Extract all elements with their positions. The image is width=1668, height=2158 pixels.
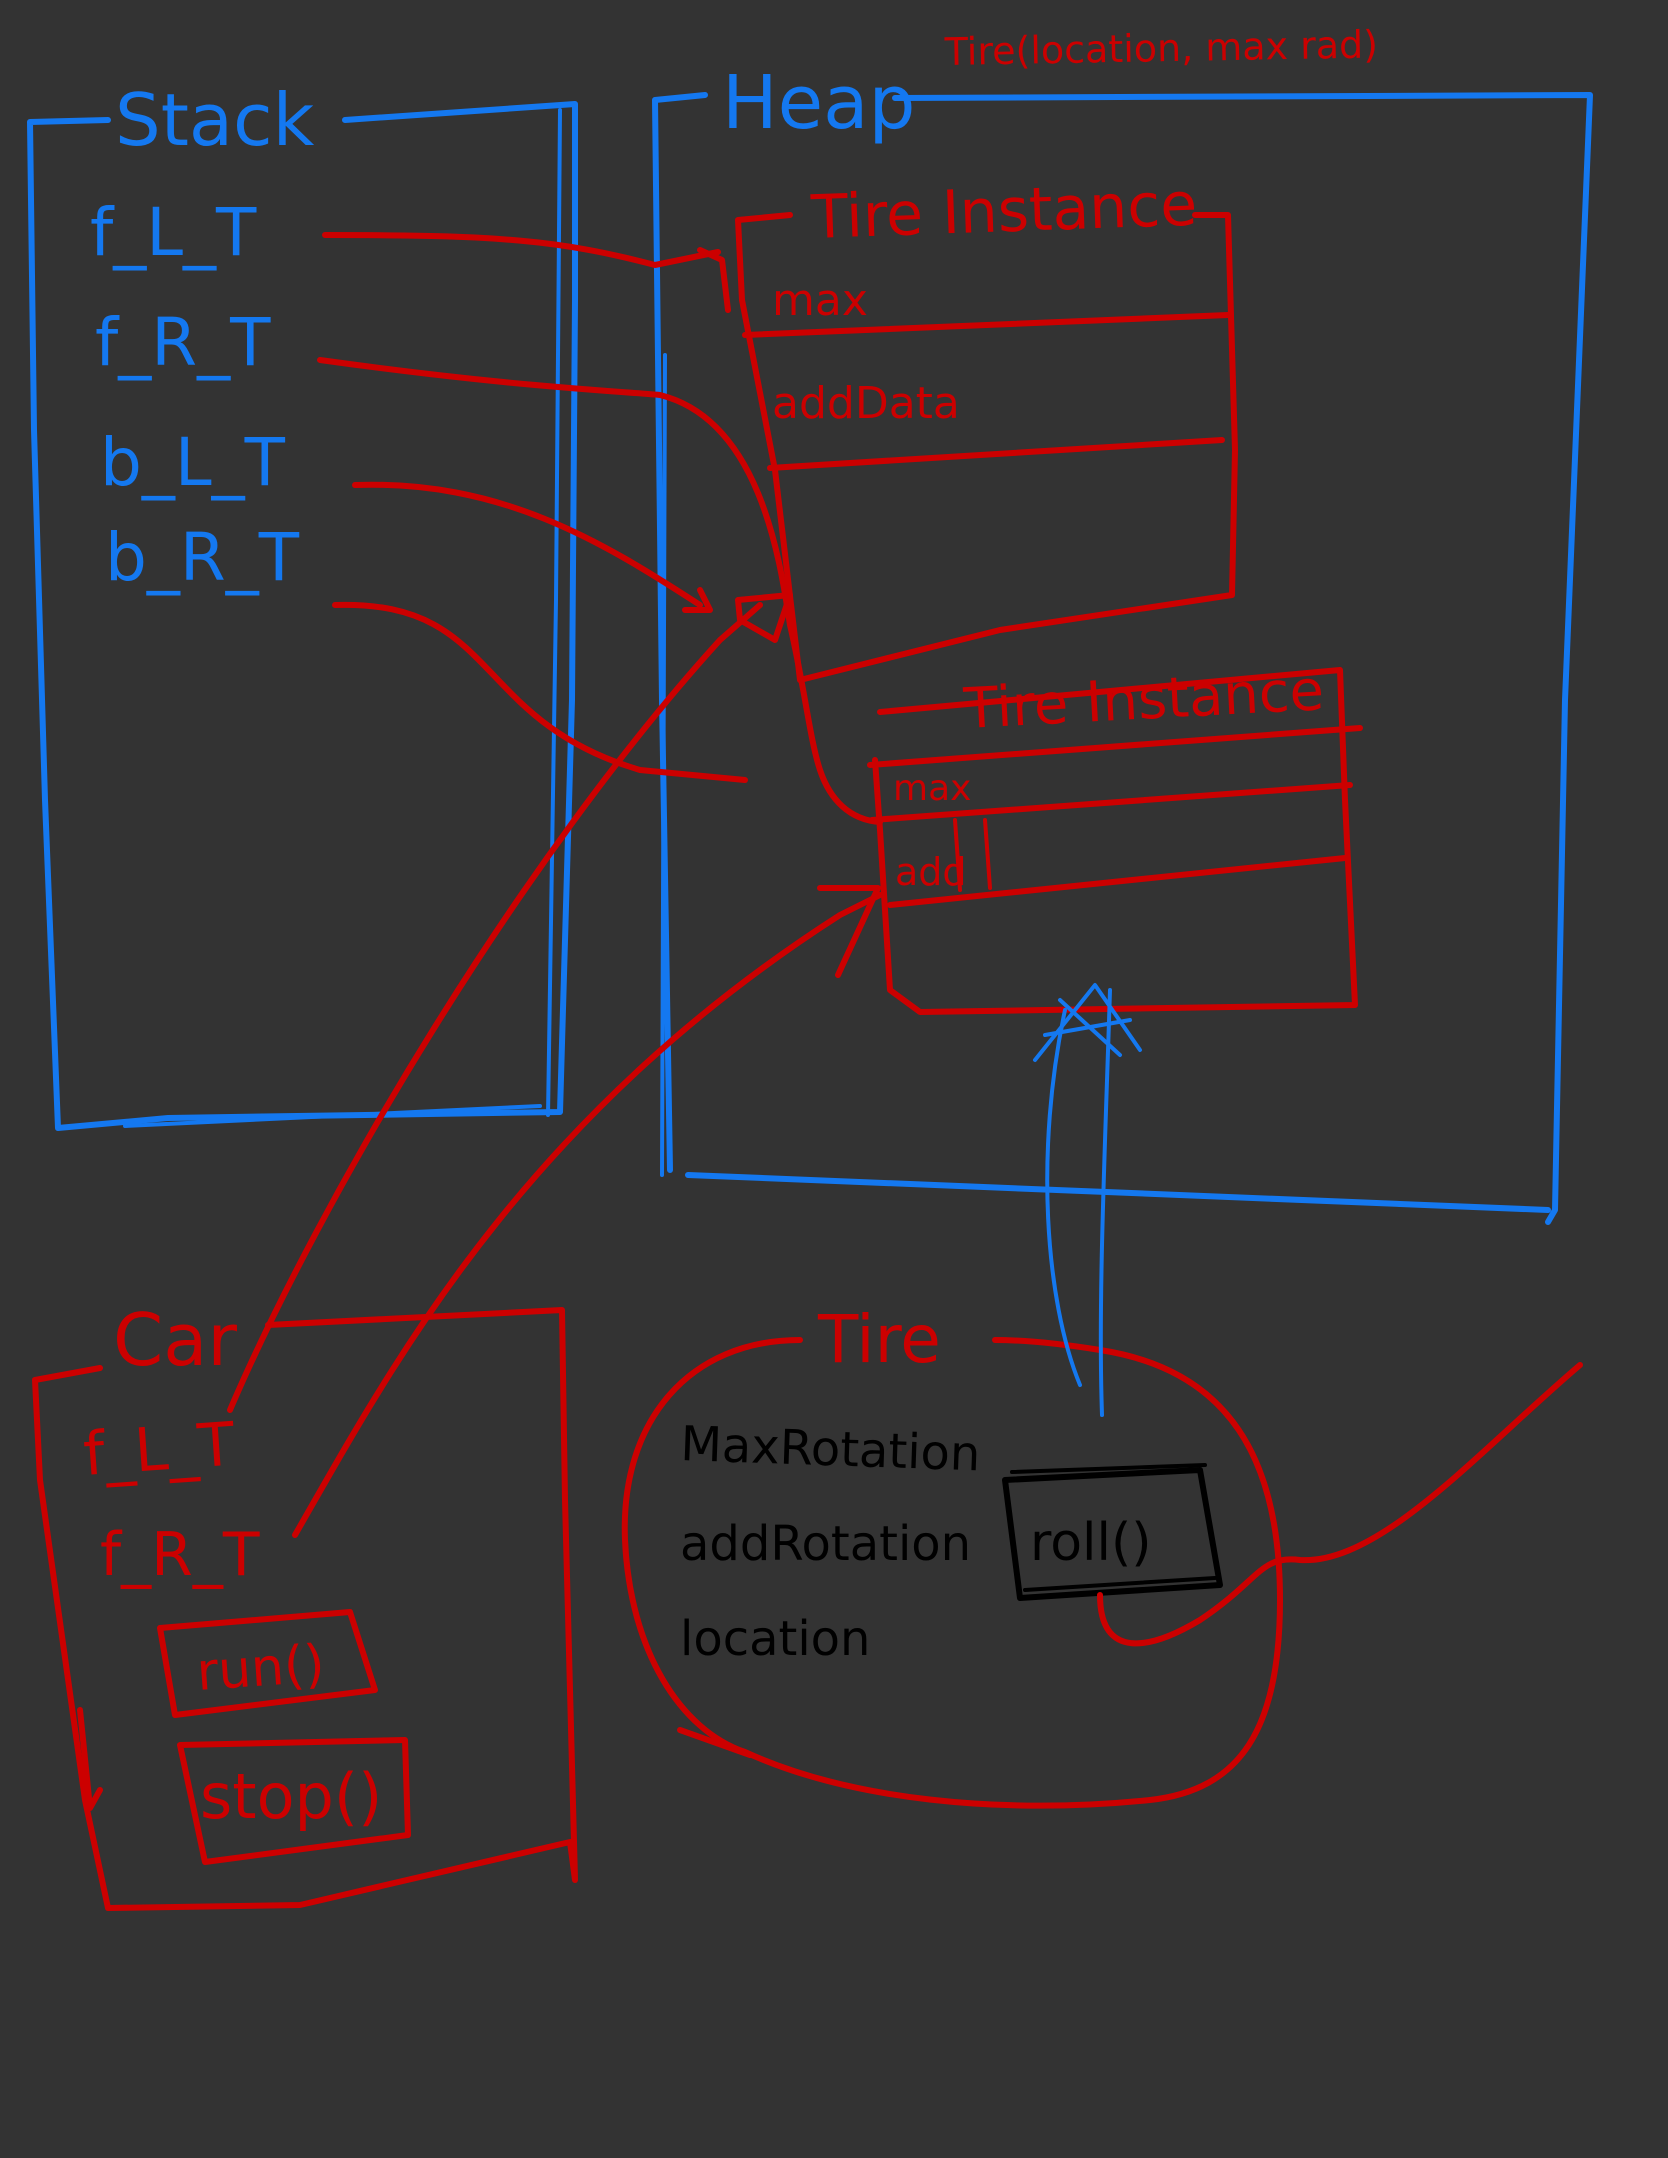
tire-field-2: location — [680, 1611, 870, 1667]
tire-instance-2-title: Tire Instance — [961, 658, 1325, 742]
heap-title: Heap — [722, 60, 916, 146]
arrow-f-l-t — [322, 232, 721, 268]
arrow-f-l-t-head — [697, 247, 731, 313]
tire-class: Tire MaxRotation addRotation location ro… — [621, 1301, 1583, 1809]
tire-instance-2-box — [872, 667, 1358, 1015]
car-method-0: run() — [195, 1634, 327, 1703]
tire-method-link — [1097, 1362, 1583, 1647]
heap-border-right — [892, 92, 1593, 1225]
stack-border — [27, 101, 578, 1131]
tire-instance-2-divider-1 — [867, 725, 1363, 768]
car-field-1-arrow-head — [817, 885, 881, 978]
car-title: Car — [113, 1298, 237, 1382]
tire-instance-1-field-1: addData — [772, 378, 960, 429]
instantiation-arrow-head — [1033, 983, 1142, 1062]
heap-frame: Heap — [652, 60, 1593, 1225]
car-class: Car f_L_T f_R_T run() stop() — [32, 602, 883, 1911]
arrow-b-r-t — [332, 601, 748, 783]
heap-border — [652, 92, 708, 1173]
tire-field-0: MaxRotation — [680, 1416, 982, 1482]
heap-inner-left — [660, 353, 667, 1177]
tire-instance-2-small-cell — [953, 818, 992, 892]
stack-var-1: f_R_T — [95, 304, 271, 381]
car-field-1-arrow — [292, 892, 883, 1538]
tire-instance-2-divider-3 — [887, 855, 1348, 908]
tire-instance-2: Tire Instance max add — [867, 658, 1363, 1015]
car-field-0-arrow — [227, 602, 763, 1413]
instantiation-arrow-1 — [1045, 1008, 1082, 1387]
tire-field-1: addRotation — [680, 1516, 971, 1572]
tire-method-box — [1002, 1467, 1223, 1601]
car-stop-box — [177, 1737, 411, 1865]
heap-bottom — [685, 1172, 1551, 1213]
stack-inner-edge — [546, 108, 562, 1117]
tire-instance-2-divider-2 — [869, 782, 1353, 823]
tire-title: Tire — [817, 1301, 941, 1378]
arrow-b-l-t — [352, 481, 703, 608]
tire-blob-tail — [677, 1727, 753, 1758]
tire-instance-1: Tire Instance max addData — [735, 170, 1238, 683]
tire-method: roll() — [1030, 1513, 1152, 1573]
stack-var-3: b_R_T — [105, 519, 300, 596]
stack-frame: Stack f_L_T f_R_T b_L_T b_R_T — [27, 78, 578, 1131]
car-left-arrow — [77, 1707, 103, 1811]
constructor-note: Tire(location, max rad) — [943, 22, 1378, 74]
instance-1-pointer-target — [735, 592, 793, 643]
stack-title: Stack — [115, 78, 315, 162]
tire-instance-1-divider-1 — [742, 312, 1231, 338]
stack-var-0: f_L_T — [90, 194, 257, 271]
stack-bottom-double — [123, 1104, 542, 1128]
tire-instance-1-field-0: max — [772, 275, 868, 326]
car-box — [32, 1307, 578, 1911]
tire-instance-1-title: Tire Instance — [809, 170, 1198, 253]
instantiation-arrows — [1033, 983, 1142, 1417]
arrow-b-l-t-head — [682, 587, 713, 613]
reference-arrows — [317, 232, 883, 825]
tire-method-box-shadow — [1010, 1463, 1217, 1592]
instantiation-arrow-2 — [1098, 988, 1112, 1417]
car-run-box — [157, 1609, 378, 1718]
tire-instance-1-divider-2 — [767, 437, 1225, 471]
tire-instance-2-field-1: add — [895, 850, 967, 894]
tire-instance-2-field-0: max — [893, 768, 971, 809]
stack-var-2: b_L_T — [100, 424, 286, 501]
tire-instance-1-box — [735, 212, 1238, 683]
arrow-f-r-t — [317, 357, 883, 825]
car-method-1: stop() — [200, 1760, 382, 1833]
tire-blob — [621, 1337, 1283, 1809]
car-field-0: f_L_T — [81, 1410, 237, 1490]
car-field-1: f_R_T — [100, 1520, 260, 1590]
